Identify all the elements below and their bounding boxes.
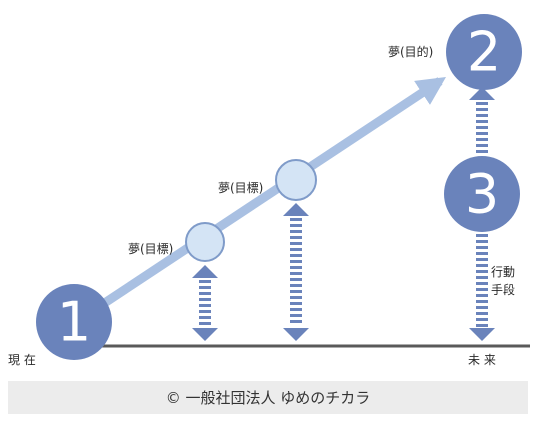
dash-segment [476, 234, 488, 237]
dash-segment [290, 236, 302, 239]
dash-segment [290, 284, 302, 287]
dash-segment [476, 270, 488, 273]
dash-segment [290, 314, 302, 317]
dash-segment [476, 144, 488, 147]
dash-segment [476, 306, 488, 309]
dash-segment [290, 290, 302, 293]
label-future: 未 来 [468, 353, 496, 367]
label-means: 手段 [490, 283, 515, 297]
dash-segment [290, 248, 302, 251]
dash-segment [476, 126, 488, 129]
dash-segment [476, 312, 488, 315]
dash-segment [476, 240, 488, 243]
dash-segment [290, 242, 302, 245]
label-action: 行動 [490, 265, 515, 279]
progress-path-arrow [97, 77, 447, 310]
dash-segment [476, 120, 488, 123]
copyright-text: © 一般社団法人 ゆめのチカラ [165, 389, 371, 407]
dash-segment [199, 286, 211, 289]
dash-segment [476, 102, 488, 105]
dash-segment [476, 318, 488, 321]
goal-node-number: 2 [467, 21, 501, 84]
goal-node-lower [185, 222, 225, 262]
dash-segment [290, 224, 302, 227]
dash-segment [476, 132, 488, 135]
dash-segment [476, 114, 488, 117]
dash-segment [199, 292, 211, 295]
dash-segment [199, 280, 211, 283]
dash-segment [199, 298, 211, 301]
dashed-arrow-action-future [469, 234, 495, 341]
dash-segment [476, 294, 488, 297]
label-dream-goal-lower: 夢(目標) [128, 242, 174, 256]
dash-segment [476, 288, 488, 291]
dash-segment [290, 218, 302, 221]
label-present: 現 在 [8, 353, 36, 367]
dashed-arrow-purpose-action [469, 87, 495, 153]
dash-segment [476, 276, 488, 279]
dash-segment [290, 260, 302, 263]
dash-segment [476, 150, 488, 153]
start-node-number: 1 [57, 291, 91, 354]
dash-segment [199, 322, 211, 325]
dash-segment [199, 310, 211, 313]
diagram-canvas: 1 2 3 [36, 14, 530, 360]
label-dream-purpose: 夢(目的) [388, 45, 434, 59]
label-dream-goal-upper: 夢(目標) [218, 181, 264, 195]
action-node [444, 156, 520, 232]
dash-segment [476, 108, 488, 111]
dash-segment [476, 246, 488, 249]
dash-segment [290, 320, 302, 323]
dash-segment [290, 230, 302, 233]
label-action-means: 行動 手段 [490, 266, 516, 296]
goal-node [446, 14, 522, 90]
dash-segment [199, 304, 211, 307]
copyright-footer: © 一般社団法人 ゆめのチカラ [8, 381, 528, 414]
goal-node-upper [275, 159, 317, 201]
dash-segment [290, 272, 302, 275]
dash-segment [199, 316, 211, 319]
dash-segment [290, 302, 302, 305]
dashed-arrow-lower-goal [192, 265, 218, 341]
action-node-number: 3 [465, 163, 499, 226]
dash-segment [290, 278, 302, 281]
dash-segment [476, 300, 488, 303]
dash-segment [476, 252, 488, 255]
dash-segment [290, 308, 302, 311]
dash-segment [476, 138, 488, 141]
dash-segment [290, 296, 302, 299]
start-node [36, 284, 112, 360]
dash-segment [476, 324, 488, 327]
dash-segment [476, 264, 488, 267]
dash-segment [290, 254, 302, 257]
dashed-arrow-upper-goal [283, 203, 309, 341]
dash-segment [476, 258, 488, 261]
dash-segment [476, 282, 488, 285]
dash-segment [290, 266, 302, 269]
